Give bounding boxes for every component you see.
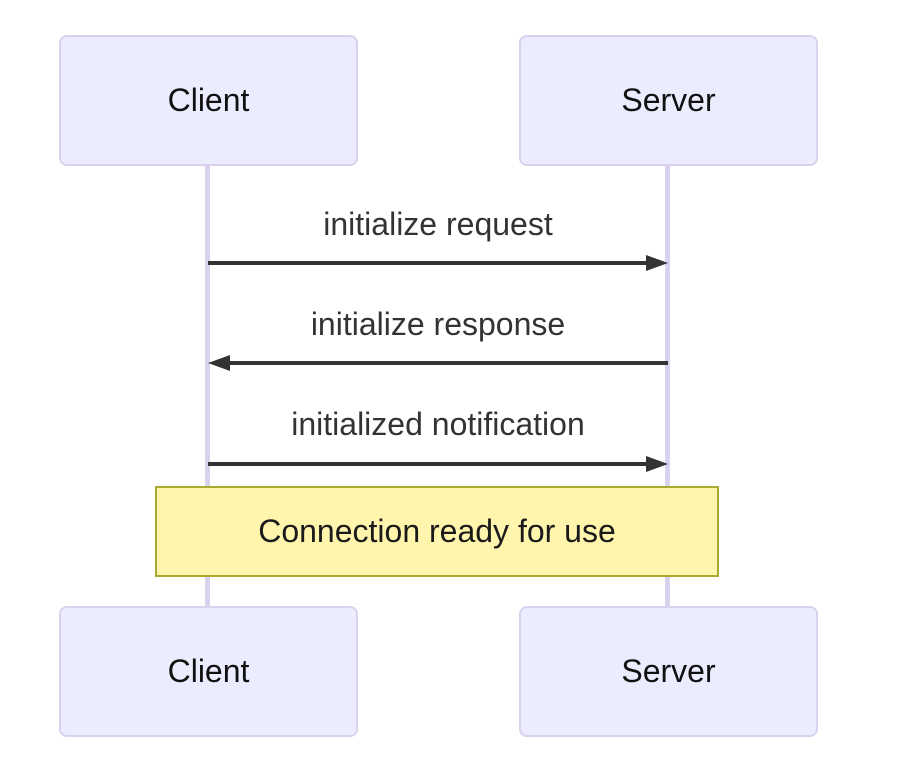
actor-label-client: Client [167, 653, 250, 689]
message-label-initialized-notification: initialized notification [291, 406, 585, 442]
actor-box-server-top: Server [519, 35, 818, 166]
actor-box-client-bottom: Client [59, 606, 358, 737]
actor-box-server-bottom: Server [519, 606, 818, 737]
note-connection-ready: Connection ready for use [155, 486, 719, 577]
arrowhead-right-icon [646, 456, 668, 472]
actor-box-client-top: Client [59, 35, 358, 166]
message-label-initialize-request: initialize request [323, 206, 553, 242]
arrow-line [208, 462, 650, 466]
lifeline-server [665, 166, 670, 606]
message-label-initialize-response: initialize response [310, 306, 566, 342]
arrowhead-right-icon [646, 255, 668, 271]
arrow-line [208, 261, 650, 265]
note-label: Connection ready for use [258, 513, 616, 549]
message-arrow-initialize-response [208, 355, 668, 371]
message-arrow-initialized-notification [208, 456, 668, 472]
lifeline-client [205, 166, 210, 606]
actor-label-client: Client [167, 82, 250, 118]
message-arrow-initialize-request [208, 255, 668, 271]
actor-label-server: Server [621, 653, 716, 689]
arrow-line [226, 361, 668, 365]
actor-label-server: Server [621, 82, 716, 118]
arrowhead-left-icon [208, 355, 230, 371]
